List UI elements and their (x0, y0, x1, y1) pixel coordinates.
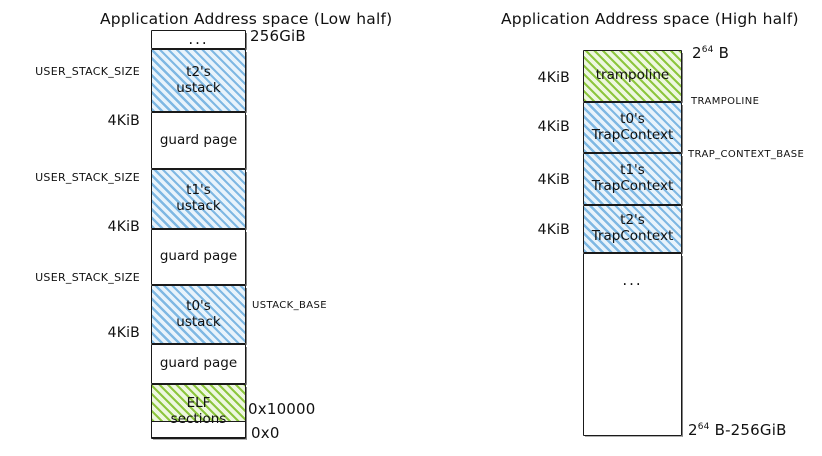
low-half-size-label-t1-ustack: USER_STACK_SIZE (35, 171, 140, 184)
block-label-line2: TrapContext (591, 228, 674, 244)
high-half-size-label-t0-trapcontext: 4KiB (537, 119, 570, 135)
block-label: ... (622, 271, 643, 289)
high-half-addr-bottom-base: 2 (688, 421, 698, 439)
low-half-addr-bottom: 0x0 (251, 424, 280, 442)
block-label-line2: sections (170, 410, 227, 427)
low-half-title: Application Address space (Low half) (100, 10, 393, 28)
high-half-memory-column: trampoline t0's TrapContext t1's TrapCon… (583, 50, 683, 437)
high-half-addr-bottom: 264 B-256GiB (688, 421, 787, 439)
high-half-title: Application Address space (High half) (501, 10, 799, 28)
low-half-size-label-guard-1: 4KiB (107, 219, 140, 235)
block-t1-trapcontext: t1's TrapContext (583, 153, 683, 206)
high-half-const-trampoline: TRAMPOLINE (691, 96, 760, 107)
block-t0-trapcontext: t0's TrapContext (583, 102, 683, 154)
high-half-size-label-trampoline: 4KiB (537, 70, 570, 86)
block-label-line2: TrapContext (591, 126, 674, 143)
low-half-const-ustack-base: USTACK_BASE (252, 300, 327, 311)
low-half-size-label-guard-0: 4KiB (107, 325, 140, 341)
high-half-size-label-t2-trapcontext: 4KiB (537, 222, 570, 238)
block-label-line1: t2's (620, 212, 645, 229)
low-half-memory-column: ... t2's ustack guard page t1's ustack g… (151, 30, 247, 440)
block-label-line1: t0's (620, 110, 645, 127)
low-half-size-label-t2-ustack: USER_STACK_SIZE (35, 65, 140, 78)
block-label-line2: ustack (176, 198, 221, 214)
block-elf-sections: ELF sections (151, 384, 247, 440)
block-t2-ustack: t2's ustack (151, 49, 247, 113)
block-bottom-reserved (151, 421, 246, 438)
block-t1-ustack: t1's ustack (151, 169, 247, 230)
block-label: guard page (159, 355, 238, 372)
low-half-size-label-guard-2: 4KiB (107, 113, 140, 129)
high-half-size-label-t1-trapcontext: 4KiB (537, 172, 570, 188)
block-label-line1: t2's (186, 63, 211, 80)
high-half-addr-top-exponent: 64 (701, 45, 714, 55)
block-label-line1: t0's (186, 297, 211, 314)
block-trampoline: trampoline (583, 50, 683, 103)
high-half-addr-bottom-exponent: 64 (697, 422, 710, 432)
high-half-addr-bottom-unit: B-256GiB (709, 421, 787, 439)
block-label: guard page (159, 131, 238, 148)
block-t0-ustack: t0's ustack (151, 285, 247, 345)
low-half-addr-top: 256GiB (250, 27, 306, 45)
block-label: trampoline (595, 67, 670, 84)
block-guard-page-0: guard page (151, 344, 247, 385)
block-free-region: ... (583, 253, 683, 437)
block-label: ... (188, 30, 209, 48)
block-guard-page-2: guard page (151, 112, 247, 170)
block-label-line1: t1's (186, 182, 211, 199)
high-half-addr-top-unit: B (713, 44, 730, 62)
block-t2-trapcontext: t2's TrapContext (583, 205, 683, 254)
block-top-ellipsis: ... (151, 30, 247, 50)
high-half-const-trap-context-base: TRAP_CONTEXT_BASE (688, 149, 805, 160)
high-half-addr-top: 264 B (692, 44, 729, 62)
block-guard-page-1: guard page (151, 229, 247, 286)
block-label-line2: ustack (176, 79, 221, 96)
high-half-addr-top-base: 2 (692, 44, 702, 62)
low-half-size-label-t0-ustack: USER_STACK_SIZE (35, 271, 140, 284)
block-label-line2: TrapContext (591, 178, 674, 194)
block-label-line2: ustack (176, 313, 221, 330)
block-label-line1: ELF (186, 394, 211, 411)
low-half-addr-elf-top: 0x10000 (248, 400, 316, 418)
block-label-line1: t1's (620, 162, 645, 179)
block-label: guard page (159, 248, 238, 265)
